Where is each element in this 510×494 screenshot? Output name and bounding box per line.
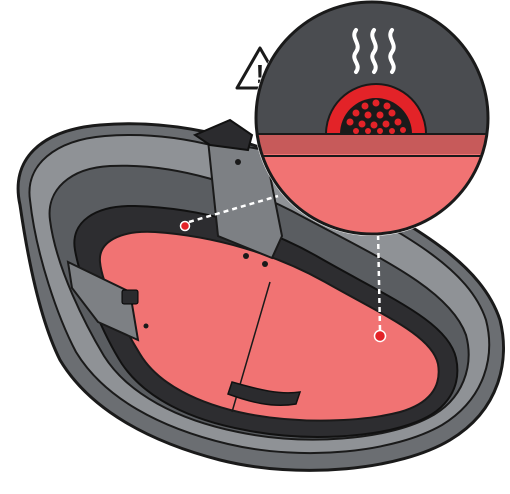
vent-marker-head: [181, 222, 190, 231]
vent-marker-foot: [375, 331, 386, 342]
